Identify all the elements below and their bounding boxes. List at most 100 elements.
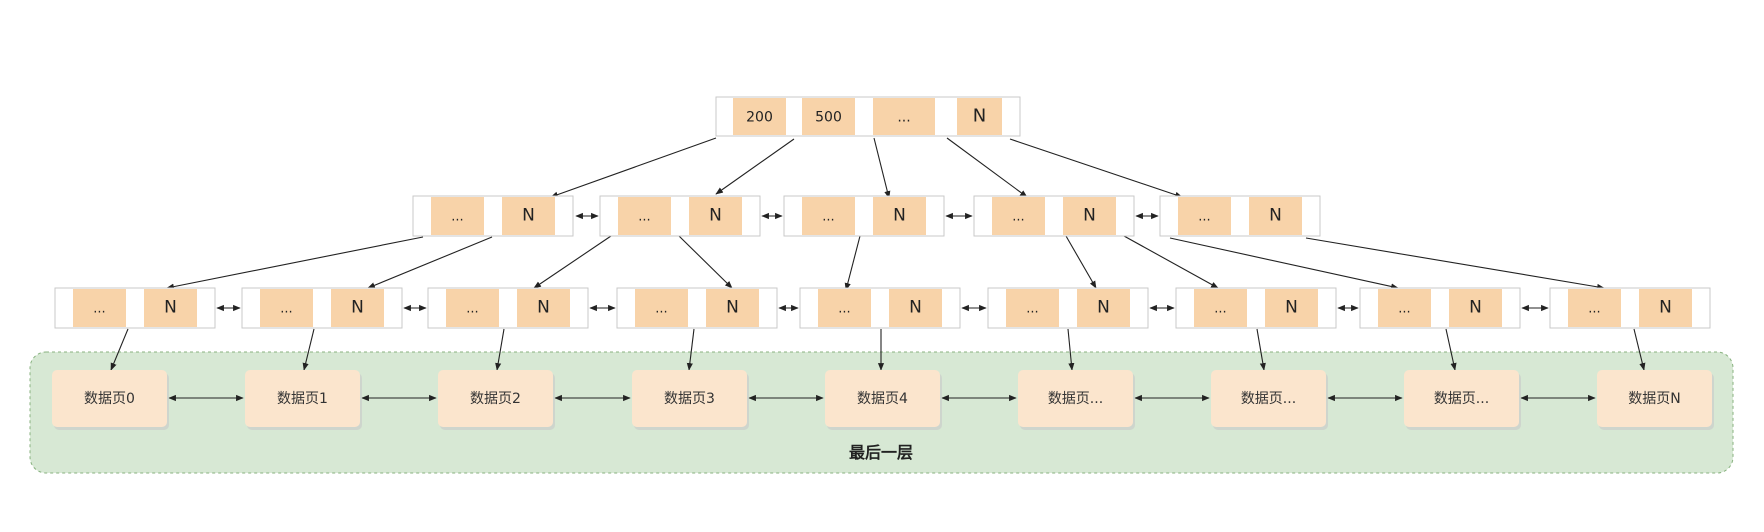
edge-leaf-to-page (495, 328, 505, 371)
edge-root-to-internal (946, 137, 1028, 198)
data-page: 数据页... (1211, 370, 1328, 430)
data-page: 数据页3 (632, 370, 749, 430)
data-page-box (1597, 370, 1712, 427)
leaf-index-node: ...N (616, 287, 778, 329)
edge-root-to-internal (550, 137, 717, 198)
key-cell (689, 197, 742, 235)
leaf-index-node: ... N (1175, 287, 1337, 329)
key-cell (1249, 197, 1302, 235)
edge-leaf-to-page (1445, 328, 1457, 371)
key-cell (635, 289, 688, 327)
leaf-index-node: ... N (54, 287, 216, 329)
edge-internal-to-leaf (1065, 235, 1097, 289)
key-label: ... (822, 210, 834, 225)
key-label: ... (280, 302, 292, 317)
key-cell (1006, 289, 1059, 327)
data-page: 数据页4 (825, 370, 942, 430)
key-cell (517, 289, 570, 327)
key-label: ... (466, 302, 478, 317)
key-cell (873, 197, 926, 235)
internal-node: ...N (1159, 195, 1321, 237)
edge-leaf-to-page (302, 328, 315, 371)
data-page-label: 数据页... (1241, 391, 1296, 407)
data-page-label: 数据页1 (277, 391, 328, 407)
key-cell (73, 289, 126, 327)
data-page-box (1404, 370, 1519, 427)
key-label: ... (638, 210, 650, 225)
edge-root-to-internal (715, 138, 795, 195)
data-pages: 数据页0 数据页1 数据页2 数据页3 数据页4 数据页... 数据页... 数据页... 数据… (52, 370, 1714, 430)
key-cell (618, 197, 671, 235)
key-label: N (1469, 298, 1482, 318)
data-page-label: 数据页0 (84, 391, 135, 407)
data-page-box (825, 370, 940, 427)
key-cell (331, 289, 384, 327)
internal-node: ... N (599, 195, 761, 237)
edge-leaf-to-page (1067, 328, 1075, 371)
edge-internal-to-leaf (166, 236, 424, 290)
key-label: N (164, 298, 177, 318)
key-cell (992, 197, 1045, 235)
key-label: ... (897, 110, 910, 126)
key-cell (1077, 289, 1130, 327)
key-label: N (1269, 206, 1282, 226)
key-label: N (1083, 206, 1096, 226)
key-cell (1063, 197, 1116, 235)
edge-leaf-to-page (1633, 328, 1646, 371)
leaf-index-node: ...N (799, 287, 961, 329)
key-label: 200 (746, 110, 773, 126)
key-label: ... (1214, 302, 1226, 317)
data-page-label: 数据页... (1434, 391, 1489, 407)
edge-root-to-internal (873, 137, 891, 199)
key-cell (1178, 197, 1231, 235)
key-label: N (1659, 298, 1672, 318)
key-label: ... (1398, 302, 1410, 317)
key-cell (1194, 289, 1247, 327)
data-page-label: 数据页2 (470, 391, 521, 407)
last-layer-label: 最后一层 (849, 443, 913, 462)
edge-internal-to-leaf (678, 235, 733, 289)
edge-internal-to-leaf (533, 235, 612, 289)
key-label: ... (1588, 302, 1600, 317)
key-cell (802, 98, 855, 135)
key-cell (431, 197, 484, 235)
data-page: 数据页2 (438, 370, 555, 430)
data-page-box (245, 370, 360, 427)
leaf-index-node: ... N (427, 287, 589, 329)
data-page-box (1018, 370, 1133, 427)
edge-leaf-to-page (1256, 328, 1266, 371)
key-label: ... (838, 302, 850, 317)
edge-internal-to-leaf (1169, 237, 1399, 290)
key-cell (706, 289, 759, 327)
data-page-label: 数据页N (1628, 391, 1680, 407)
key-cell (260, 289, 313, 327)
edge-root-to-internal (1009, 138, 1183, 198)
data-page-label: 数据页3 (664, 391, 715, 407)
data-page: 数据页... (1018, 370, 1135, 430)
key-label: N (522, 206, 535, 226)
key-cell (1378, 289, 1431, 327)
key-label: N (537, 298, 550, 318)
key-cell (1639, 289, 1692, 327)
key-label: ... (93, 302, 105, 317)
edge-leaf-to-page (686, 328, 695, 371)
data-page: 数据页N (1597, 370, 1714, 430)
key-cell (733, 98, 786, 135)
internal-node: ...N (412, 195, 574, 237)
data-page: 数据页0 (52, 370, 169, 430)
edge-internal-to-leaf (1123, 235, 1219, 289)
key-label: N (1285, 298, 1298, 318)
data-page-box (1211, 370, 1326, 427)
leaf-index-node: ... N (1359, 287, 1521, 329)
internal-node: ...N (973, 195, 1135, 237)
key-label: ... (1026, 302, 1038, 317)
key-label: N (1097, 298, 1110, 318)
edge-leaf-to-page (110, 328, 129, 371)
key-label: N (709, 206, 722, 226)
key-cell (446, 289, 499, 327)
key-cell (1449, 289, 1502, 327)
key-cell (1568, 289, 1621, 327)
